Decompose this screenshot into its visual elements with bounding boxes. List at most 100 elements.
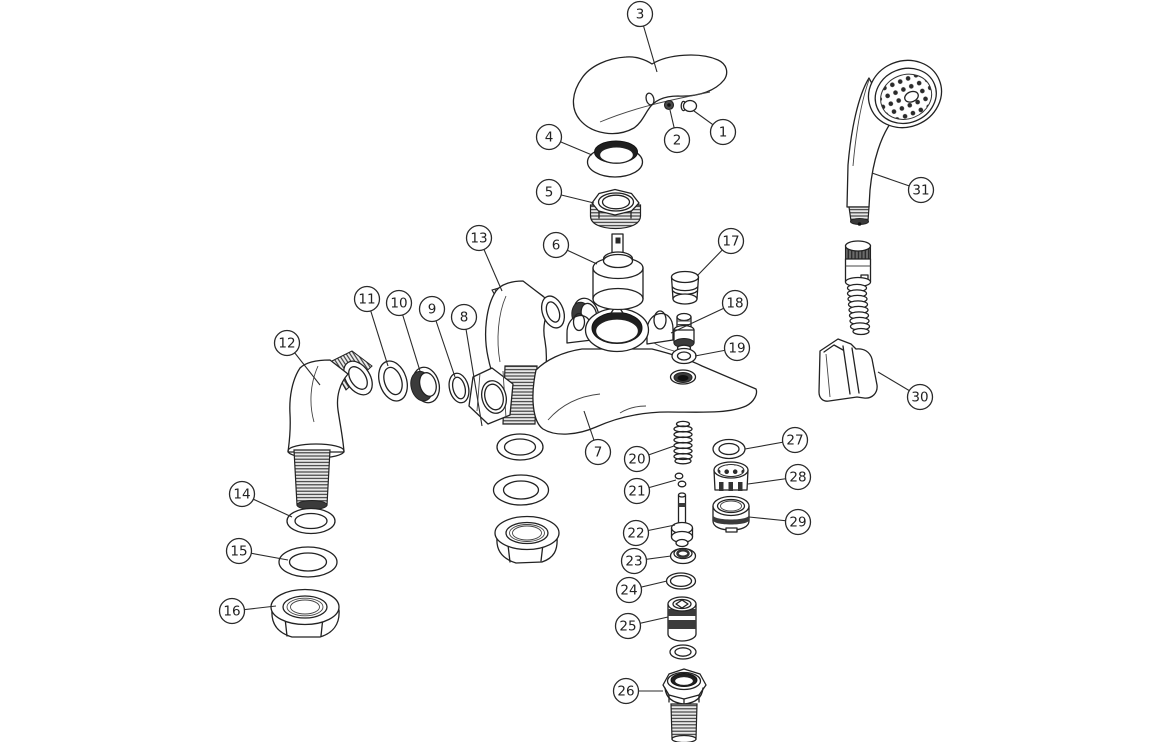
part-spring-20 (673, 420, 693, 465)
callout-balloon-12 (273, 329, 301, 357)
callout-leader-8 (463, 316, 483, 427)
callout-balloon-26 (612, 677, 640, 705)
callout-balloon-22 (622, 519, 650, 547)
callout-26: 26 (612, 677, 663, 705)
callout-number-13: 13 (470, 231, 487, 247)
part-washer-under-body (492, 433, 550, 506)
callout-number-23: 23 (625, 554, 642, 570)
callout-balloon-28 (784, 463, 812, 491)
callout-20: 20 (623, 445, 675, 473)
part-diverter-valve-18 (673, 312, 695, 352)
part-small-o-rings-21 (674, 472, 687, 488)
callout-31: 31 (871, 172, 935, 204)
callout-25: 25 (614, 612, 669, 640)
part-retaining-nut-5 (589, 188, 642, 230)
callout-balloon-30 (906, 383, 934, 411)
part-filter-insert-10 (410, 366, 441, 404)
callout-number-6: 6 (552, 238, 561, 254)
callout-4: 4 (535, 123, 593, 156)
part-diverter-cap-17 (670, 270, 700, 305)
callout-balloon-8 (450, 303, 478, 331)
callout-number-12: 12 (278, 336, 295, 352)
callout-number-7: 7 (594, 445, 603, 461)
callout-29: 29 (748, 508, 812, 536)
part-o-ring-24 (665, 572, 697, 590)
part-o-ring-9 (448, 372, 470, 404)
callout-22: 22 (622, 519, 676, 547)
part-washer-27 (712, 438, 746, 460)
callout-balloon-19 (723, 334, 751, 362)
callout-9: 9 (418, 295, 456, 378)
callout-number-9: 9 (428, 302, 437, 318)
callout-balloon-31 (907, 176, 935, 204)
part-aerator-insert-28 (713, 461, 749, 491)
callout-balloon-25 (614, 612, 642, 640)
callout-14: 14 (228, 480, 293, 518)
part-seal-grommet-23 (669, 547, 697, 565)
callout-number-22: 22 (627, 526, 644, 542)
callout-balloon-10 (385, 289, 413, 317)
callout-number-28: 28 (789, 470, 806, 486)
part-outlet-connector-26 (662, 668, 707, 742)
callout-number-3: 3 (636, 7, 645, 23)
callout-2: 2 (663, 109, 691, 154)
callout-balloon-6 (542, 231, 570, 259)
callout-number-31: 31 (912, 183, 929, 199)
callout-number-11: 11 (358, 292, 375, 308)
callout-30: 30 (877, 371, 934, 411)
callout-balloon-29 (784, 508, 812, 536)
callout-number-14: 14 (233, 487, 250, 503)
callout-1: 1 (693, 110, 737, 146)
callout-balloon-4 (535, 123, 563, 151)
callout-balloon-7 (584, 438, 612, 466)
part-lever-handle-3 (572, 54, 728, 135)
callout-number-8: 8 (460, 310, 469, 326)
part-backnut-under-body (494, 515, 560, 564)
part-o-ring-19 (671, 347, 697, 365)
callout-13: 13 (465, 224, 503, 292)
callout-number-21: 21 (628, 484, 645, 500)
callout-number-19: 19 (728, 341, 745, 357)
callout-balloon-27 (781, 426, 809, 454)
callout-5: 5 (535, 178, 595, 206)
callout-18: 18 (670, 289, 749, 334)
callout-12: 12 (273, 329, 321, 386)
callout-balloon-24 (615, 576, 643, 604)
callout-number-18: 18 (726, 296, 743, 312)
callout-balloon-9 (418, 295, 446, 323)
callout-balloon-20 (623, 445, 651, 473)
callout-number-17: 17 (722, 234, 739, 250)
part-shroud-ring-4 (586, 140, 644, 178)
callout-27: 27 (744, 426, 809, 454)
callout-balloon-2 (663, 126, 691, 154)
part-handset-bracket-30 (818, 338, 878, 402)
callout-balloon-16 (218, 597, 246, 625)
callout-balloon-5 (535, 178, 563, 206)
callout-balloon-21 (623, 477, 651, 505)
part-diverter-rod-22 (670, 492, 694, 548)
callout-number-10: 10 (390, 296, 407, 312)
callout-28: 28 (747, 463, 812, 491)
callout-23: 23 (620, 547, 672, 575)
part-aerator-housing-29 (712, 495, 750, 533)
part-cartridge-6 (592, 233, 644, 311)
callout-number-26: 26 (617, 684, 634, 700)
callout-number-16: 16 (223, 604, 240, 620)
callout-balloon-17 (717, 227, 745, 255)
part-tap-body (532, 303, 758, 435)
part-handle-cap-1 (680, 99, 698, 113)
callout-11: 11 (353, 285, 389, 367)
callout-balloon-18 (721, 289, 749, 317)
part-base-washer-15 (278, 546, 338, 578)
callout-number-4: 4 (545, 130, 554, 146)
callout-balloon-15 (225, 537, 253, 565)
callout-number-1: 1 (719, 125, 728, 141)
callout-21: 21 (623, 477, 677, 505)
callout-number-30: 30 (911, 390, 928, 406)
callout-balloon-1 (709, 118, 737, 146)
callout-number-25: 25 (619, 619, 636, 635)
callout-number-24: 24 (620, 583, 637, 599)
callout-24: 24 (615, 576, 668, 604)
part-handle-screw-2 (663, 99, 675, 111)
